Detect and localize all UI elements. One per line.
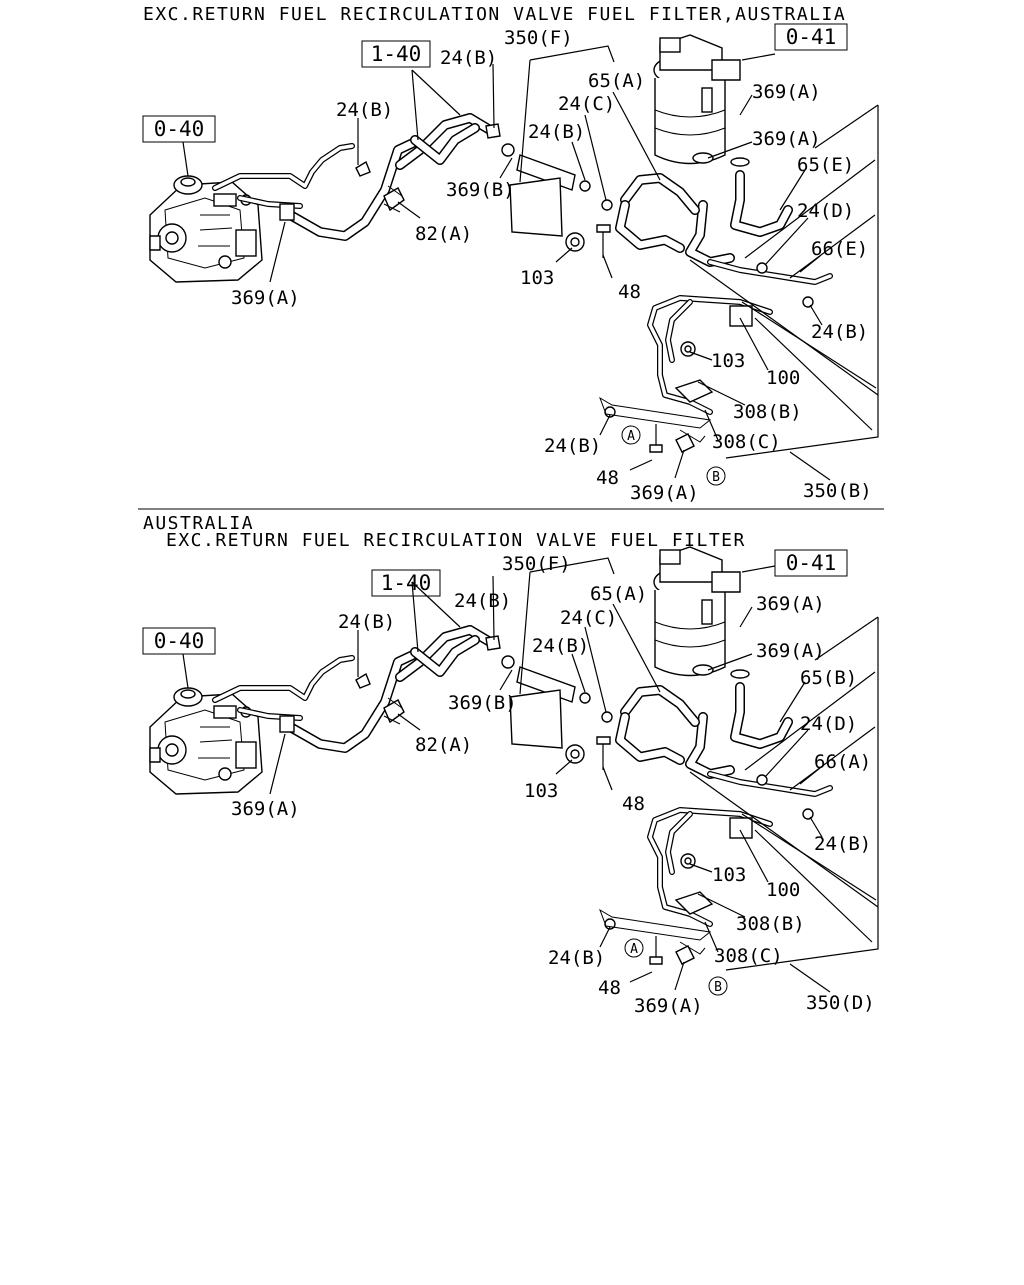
callout-100: 100 xyxy=(766,879,800,901)
callout-48-bottom: 48 xyxy=(596,467,619,489)
pump-ref-box xyxy=(142,627,216,655)
callout-24b-top: 24(B) xyxy=(454,590,511,612)
pipe-ref-box xyxy=(371,569,441,597)
callout-82a: 82(A) xyxy=(415,734,472,756)
callout-24b-bottom: 24(B) xyxy=(544,435,601,457)
pipe-ref-box xyxy=(361,40,431,68)
exploded-view xyxy=(149,546,879,971)
panel-header-line-2: EXC.RETURN FUEL RECIRCULATION VALVE FUEL… xyxy=(166,530,746,551)
callout-65-right: 65(B) xyxy=(800,667,857,689)
callout-66: 66(A) xyxy=(814,751,871,773)
part-callouts: 350(F) 24(B) 65(A) 24(C) 24(B) 24(B) 369… xyxy=(231,553,875,1017)
filter-ref-box xyxy=(774,549,848,577)
callout-48-bottom: 48 xyxy=(598,977,621,999)
callout-369a-filter-2: 369(A) xyxy=(752,128,821,150)
diagram-panel-2: AUSTRALIA EXC.RETURN FUEL RECIRCULATION … xyxy=(142,513,879,1017)
callout-24b-mid: 24(B) xyxy=(532,635,589,657)
callout-65-right: 65(E) xyxy=(797,154,854,176)
callout-369a-bottom: 369(A) xyxy=(634,995,703,1017)
valve-assembly xyxy=(501,655,585,764)
panel-header-line-1: EXC.RETURN FUEL RECIRCULATION VALVE FUEL… xyxy=(143,4,846,25)
callout-103-right: 103 xyxy=(711,350,745,372)
callout-66: 66(E) xyxy=(811,238,868,260)
reference-boxes: 0-40 0-41 1-40 xyxy=(142,23,848,143)
callout-24b-right: 24(B) xyxy=(814,833,871,855)
callout-350f: 350(F) xyxy=(504,27,573,49)
callout-24c: 24(C) xyxy=(560,607,617,629)
marker-a-label: A xyxy=(630,942,638,957)
fuel-filter-illustration xyxy=(653,546,741,677)
callout-65a: 65(A) xyxy=(588,70,645,92)
marker-circle-a xyxy=(624,938,644,958)
pipe-ref-label: 1-40 xyxy=(371,42,422,66)
marker-a-label: A xyxy=(627,429,635,444)
callout-24b-top: 24(B) xyxy=(440,47,497,69)
callout-65a: 65(A) xyxy=(590,583,647,605)
callout-350f: 350(F) xyxy=(502,553,571,575)
circled-markers: A B xyxy=(624,938,728,996)
pump-ref-label: 0-40 xyxy=(154,117,205,141)
marker-b-label: B xyxy=(714,980,722,995)
reference-boxes: 0-40 0-41 1-40 xyxy=(142,549,848,655)
callout-24b-bottom: 24(B) xyxy=(548,947,605,969)
filter-ref-label: 0-41 xyxy=(786,551,837,575)
callout-103-left: 103 xyxy=(520,267,554,289)
callout-48-mid: 48 xyxy=(622,793,645,815)
leader-lines xyxy=(182,565,831,993)
fuel-pump-illustration xyxy=(149,175,263,283)
callout-24b-left: 24(B) xyxy=(336,99,393,121)
callout-24d: 24(D) xyxy=(800,713,857,735)
marker-circle-b xyxy=(708,976,728,996)
callout-350-bottom: 350(D) xyxy=(806,992,875,1014)
filter-ref-label: 0-41 xyxy=(786,25,837,49)
pipe-ref-label: 1-40 xyxy=(381,571,432,595)
callout-369b: 369(B) xyxy=(448,692,517,714)
callout-369a-filter-1: 369(A) xyxy=(752,81,821,103)
callout-369a-bottom: 369(A) xyxy=(630,482,699,504)
panel-header-line-1: AUSTRALIA xyxy=(143,513,254,534)
callout-369a-filter-2: 369(A) xyxy=(756,640,825,662)
callout-369a-filter-1: 369(A) xyxy=(756,593,825,615)
valve-assembly xyxy=(501,143,585,252)
callout-350-bottom: 350(B) xyxy=(803,480,872,502)
marker-b-label: B xyxy=(712,470,720,485)
circled-markers: A B xyxy=(621,425,726,486)
callout-48-mid: 48 xyxy=(618,281,641,303)
leader-lines xyxy=(182,53,831,481)
callout-24c: 24(C) xyxy=(558,93,615,115)
fuel-pump-illustration xyxy=(149,687,263,795)
filter-ref-box xyxy=(774,23,848,51)
callout-369b: 369(B) xyxy=(446,179,515,201)
callout-308c: 308(C) xyxy=(714,945,783,967)
diagram-panel-1: EXC.RETURN FUEL RECIRCULATION VALVE FUEL… xyxy=(142,4,879,504)
callout-24d: 24(D) xyxy=(797,200,854,222)
callout-82a: 82(A) xyxy=(415,223,472,245)
callout-100: 100 xyxy=(766,367,800,389)
fuel-filter-illustration xyxy=(653,34,741,165)
callout-24b-left: 24(B) xyxy=(338,611,395,633)
exploded-view xyxy=(149,34,879,459)
callout-308b: 308(B) xyxy=(736,913,805,935)
callout-308b: 308(B) xyxy=(733,401,802,423)
callout-369a-pump: 369(A) xyxy=(231,287,300,309)
marker-circle-a xyxy=(621,425,641,445)
callout-24b-mid: 24(B) xyxy=(528,121,585,143)
marker-circle-b xyxy=(706,466,726,486)
pump-ref-label: 0-40 xyxy=(154,629,205,653)
callout-308c: 308(C) xyxy=(712,431,781,453)
part-callouts: 350(F) 24(B) 65(A) 24(C) 24(B) 24(B) 369… xyxy=(231,27,872,504)
callout-103-right: 103 xyxy=(712,864,746,886)
callout-24b-right: 24(B) xyxy=(811,321,868,343)
pump-ref-box xyxy=(142,115,216,143)
callout-103-left: 103 xyxy=(524,780,558,802)
callout-369a-pump: 369(A) xyxy=(231,798,300,820)
